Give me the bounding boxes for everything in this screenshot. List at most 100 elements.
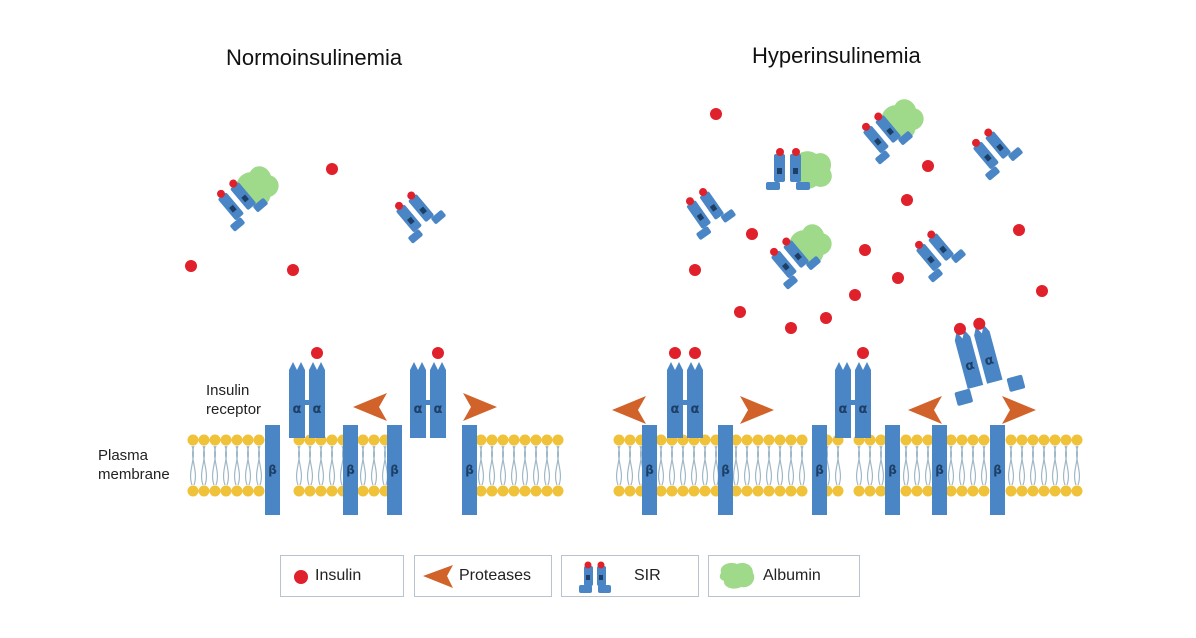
beta-subunit: β [812,425,827,515]
insulin-molecule [689,264,701,276]
alpha-label: α [414,402,423,417]
alpha-chain [667,362,683,438]
insulin-molecule [820,312,832,324]
lipid-head [220,485,232,497]
lipid-tail [1020,445,1026,486]
legend-label-albumin: Albumin [763,567,821,584]
beta-subunit: β [387,425,402,515]
insulin-molecule [953,322,966,335]
lipid-head [231,485,243,497]
sir-foot [408,229,423,244]
legend-albumin: Albumin [708,555,860,597]
alpha-label: α [313,402,322,417]
lipid-tail [191,445,197,486]
lipid-tail [982,445,988,486]
beta-chain [990,425,1005,515]
insulin-molecule [785,322,797,334]
lipid-head [326,485,338,497]
beta-label: β [465,463,474,477]
lipid-head [253,434,265,446]
insulin-molecule [287,264,299,276]
alpha-label: α [839,402,848,417]
insulin-molecule [185,260,197,272]
lipid-head [1027,485,1039,497]
sir-alpha-mark [794,252,802,261]
alpha-label: α [964,358,977,375]
sir-alpha-chain [218,192,244,220]
insulin-receptor-label-line2: receptor [206,401,262,418]
lipid-tail [383,445,389,486]
insulin-molecule [973,317,986,330]
lipid-head [519,434,531,446]
lipid-head [475,485,487,497]
insulin-molecule [984,128,993,137]
lipid-tail [372,445,378,486]
sir-foot [230,217,245,232]
protease [353,393,387,421]
insulin-molecule [669,347,681,359]
sir-foot [721,209,736,223]
alpha-chain [835,362,851,438]
lipid-tail [1064,445,1070,486]
lipid-head [730,434,742,446]
alpha-label: α [691,402,700,417]
lipid-tail [617,445,623,486]
lipid-tail [756,445,762,486]
legend-proteases: Proteases [414,555,552,597]
lipid-head [655,485,667,497]
alpha-chain [430,362,446,438]
sir-alpha-mark [229,204,237,213]
insulin-molecule [922,160,934,172]
lipid-head [486,485,498,497]
lipid-tail [1031,445,1037,486]
lipid-head [875,434,887,446]
albumin-blob-icon [719,563,755,589]
beta-subunit: β [265,425,280,515]
lipid-head [1027,434,1039,446]
lipid-head [497,485,509,497]
insulin-molecule [689,347,701,359]
lipid-head [613,434,625,446]
lipid-head [293,485,305,497]
lipid-head [1060,434,1072,446]
beta-label: β [645,463,654,477]
insulin-molecule [892,272,904,284]
plasma-membrane-label-line1: Plasma [98,447,149,464]
beta-subunit: β [932,425,947,515]
sir-alpha-mark [407,216,415,225]
sir-foot [783,275,798,290]
lipid-tail [778,445,784,486]
lipid-tail [767,445,773,486]
insulin-molecule [1036,285,1048,297]
insulin-molecule [972,138,981,147]
lipid-tail [971,445,977,486]
insulin-molecule [770,247,779,256]
lipid-tail [868,445,874,486]
lipid-head [508,485,520,497]
insulin-molecule [710,108,722,120]
lipid-head [741,434,753,446]
insulin-molecule [1013,224,1025,236]
beta-chain [932,425,947,515]
soluble-insulin-receptor [862,99,924,165]
beta-subunit: β [990,425,1005,515]
sir-alpha-mark [939,245,947,254]
lipid-head [242,434,254,446]
lipid-head [315,485,327,497]
sir-foot [431,210,446,224]
lipid-head [624,434,636,446]
lipid-head [519,485,531,497]
beta-subunit: β [718,425,733,515]
sir-foot [766,182,780,190]
protease [612,396,646,424]
sir-alpha-mark [241,194,249,203]
alpha-chain [855,362,871,438]
alpha-label: α [983,353,996,370]
sir-foot [928,268,943,283]
lipid-head [1049,485,1061,497]
beta-label: β [268,463,277,477]
albumin [791,151,832,189]
lipid-head [945,485,957,497]
